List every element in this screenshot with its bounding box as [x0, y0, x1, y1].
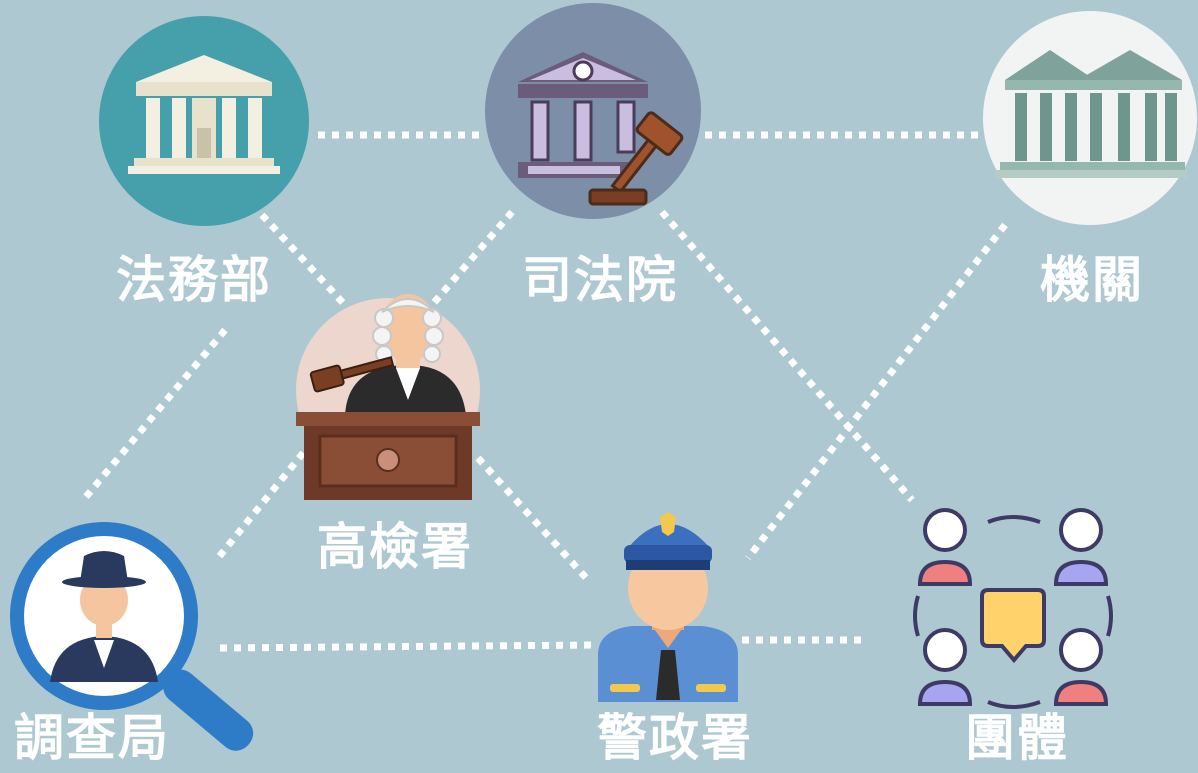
connector-investigation-police	[219, 641, 599, 652]
government-building-icon	[983, 11, 1197, 225]
label-agency: 機關	[1040, 251, 1144, 309]
label-police: 警政署	[597, 709, 753, 767]
ministry-building-icon	[99, 16, 309, 226]
connectors	[82, 131, 1008, 652]
judge-icon	[296, 294, 480, 500]
label-investigation: 調查局	[14, 709, 170, 767]
courthouse-gavel-icon	[485, 3, 701, 219]
police-officer-icon	[598, 512, 738, 702]
label-moj: 法務部	[116, 251, 272, 309]
connector-moj-investigation	[82, 327, 228, 501]
investigator-magnifier-icon	[10, 522, 254, 751]
label-groups: 團體	[965, 709, 1069, 767]
connector-moj-prosecutor	[259, 212, 348, 308]
label-prosecutor: 高檢署	[317, 518, 473, 576]
connector-judicial-groups	[659, 209, 915, 503]
label-judicial: 司法院	[522, 251, 678, 309]
connector-prosecutor-police	[475, 455, 591, 583]
connector-agency-police	[745, 222, 1008, 561]
group-discussion-icon	[913, 508, 1113, 709]
connector-prosecutor-investigation	[215, 439, 315, 561]
connector-judicial-prosecutor	[429, 209, 515, 308]
